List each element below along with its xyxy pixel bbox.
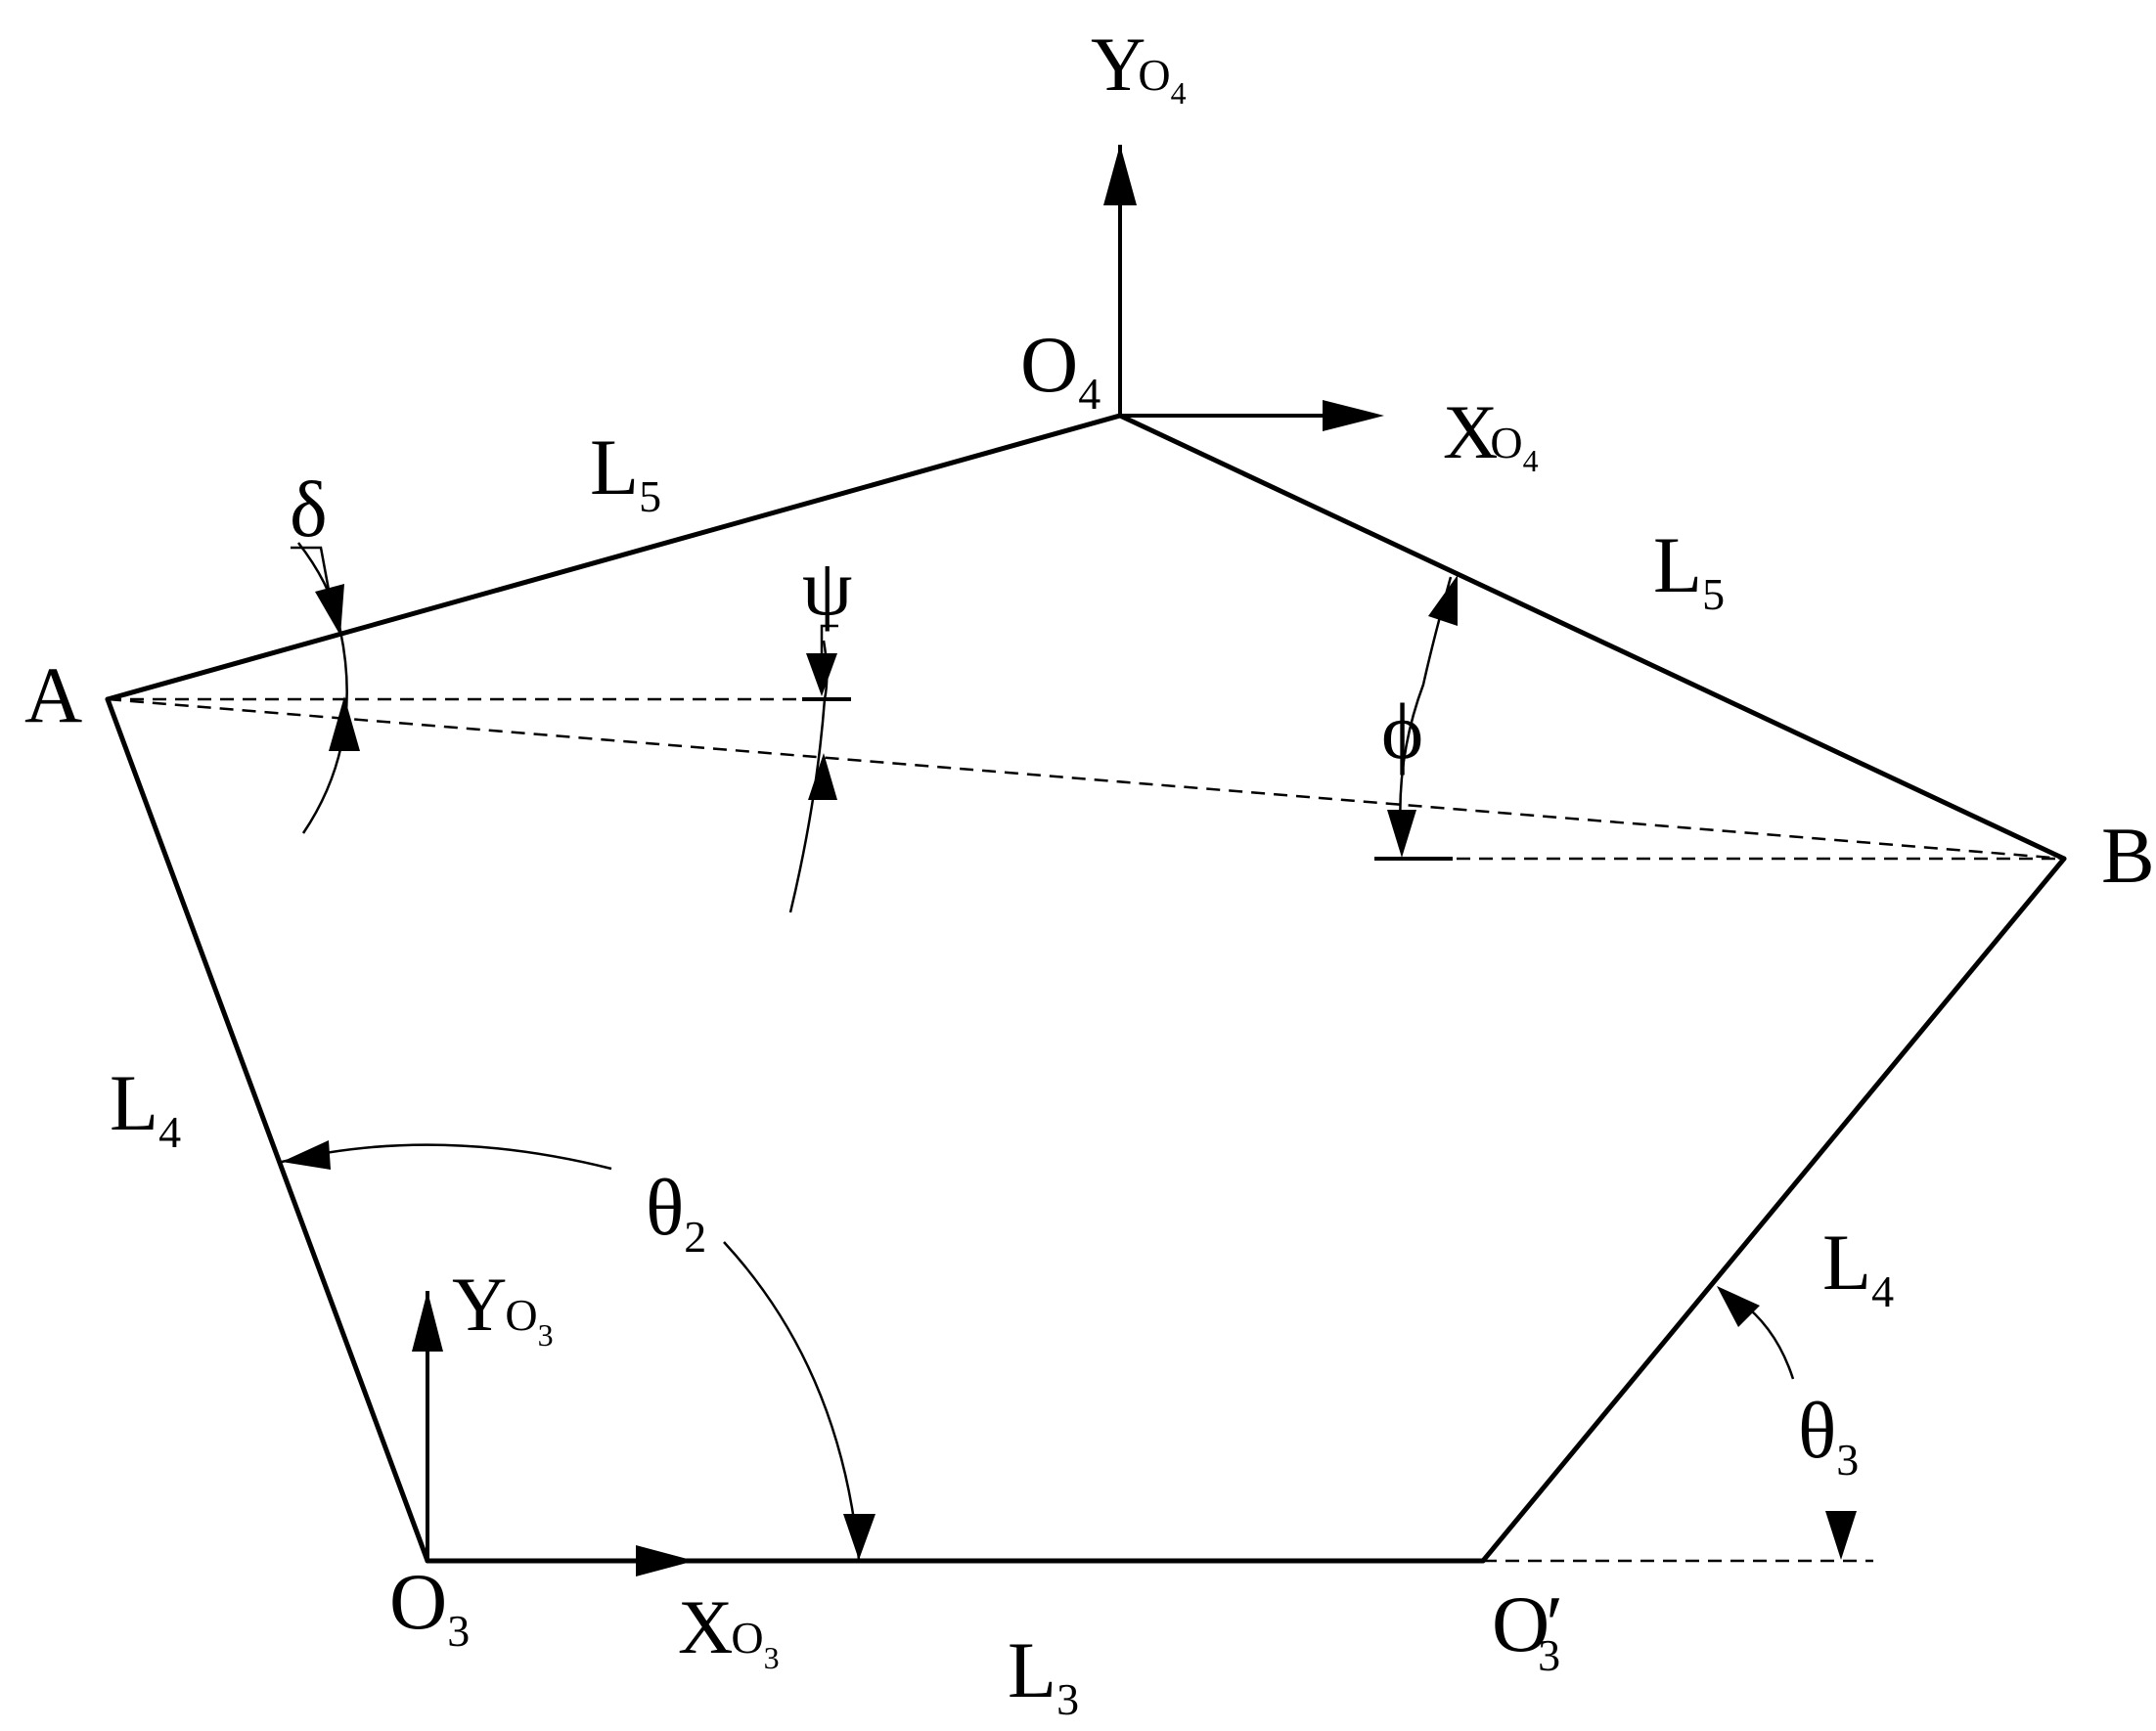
link-label-l4-left: L4 — [110, 1058, 181, 1157]
axis-label-y-o3: YO3 — [452, 1262, 554, 1353]
link-a-o3 — [105, 696, 430, 1564]
axis-label-y-o3-o: O — [505, 1290, 537, 1340]
link-label-l3-sub: 3 — [1056, 1674, 1079, 1724]
axis-label-y-o3-sub: 3 — [538, 1317, 554, 1353]
angle-label-theta3-sub: 3 — [1836, 1435, 1859, 1485]
link-label-l5-right-sub: 5 — [1702, 569, 1725, 619]
point-label-o3-prime-mark: ′ — [1546, 1579, 1563, 1668]
angle-label-delta: δ — [290, 465, 328, 554]
psi-arrowhead-lower — [808, 753, 837, 800]
link-label-l5-left-sub: 5 — [639, 471, 661, 521]
axis-x-o4-arrowhead — [1323, 400, 1384, 431]
link-o4-a — [105, 413, 1123, 702]
axis-label-x-o4-o: O — [1490, 418, 1522, 467]
axis-label-y-o4-o: O — [1138, 50, 1170, 100]
link-label-l5-left-main: L — [590, 422, 639, 511]
angle-label-theta3: θ3 — [1798, 1386, 1859, 1485]
theta2-arrowhead-bottom — [843, 1514, 876, 1560]
axis-y-o4-arrowhead — [1103, 145, 1137, 205]
theta2-arc-lower — [723, 1241, 861, 1561]
axis-label-y-o4-main: Y — [1091, 22, 1145, 107]
point-label-o4-sub: 4 — [1078, 369, 1100, 419]
angle-arcs — [281, 542, 1795, 1561]
angle-label-theta2: θ2 — [646, 1163, 706, 1262]
link-label-l4-left-main: L — [110, 1058, 158, 1147]
link-label-l4-left-sub: 4 — [158, 1107, 181, 1157]
angle-label-phi: ϕ — [1381, 687, 1423, 776]
axis-label-y-o4: YO4 — [1091, 22, 1187, 111]
angle-arrowheads — [282, 575, 1857, 1560]
phi-arrowhead-lower — [1387, 810, 1416, 858]
axis-x-o3-arrowhead — [636, 1545, 695, 1576]
delta-arrowhead-upper — [315, 584, 344, 636]
link-label-l4-right: L4 — [1822, 1218, 1894, 1316]
linkage-polygon — [105, 413, 2067, 1564]
delta-arrowhead-lower — [329, 696, 360, 751]
axes-o4 — [1103, 145, 1384, 431]
angle-label-psi: ψ — [802, 543, 852, 632]
point-label-o4-main: O — [1020, 320, 1078, 409]
point-label-a: A — [24, 650, 82, 739]
point-label-o3-prime-main: O — [1492, 1579, 1550, 1668]
phi-arrowhead-upper — [1428, 575, 1458, 626]
point-label-o3-sub: 3 — [447, 1606, 470, 1656]
dashed-line-a-b — [107, 697, 2065, 861]
axis-label-x-o3-main: X — [678, 1584, 733, 1669]
axis-y-o3-arrowhead — [412, 1291, 443, 1352]
axis-label-x-o4-main: X — [1443, 389, 1498, 474]
link-label-l4-right-main: L — [1822, 1218, 1871, 1307]
angle-label-theta2-main: θ — [646, 1163, 684, 1252]
theta3-arrowhead-upper — [1717, 1286, 1760, 1327]
axis-label-x-o4: XO4 — [1443, 389, 1539, 478]
point-label-o3-main: O — [389, 1557, 447, 1646]
axes-o3 — [412, 1291, 695, 1576]
point-label-o3: O3 — [389, 1557, 470, 1656]
reference-lines — [107, 697, 2065, 1563]
link-label-l3-main: L — [1008, 1625, 1056, 1714]
theta2-arrowhead-left — [282, 1140, 331, 1170]
axis-label-y-o4-sub: 4 — [1171, 75, 1187, 111]
delta-arc — [297, 542, 348, 834]
link-label-l5-left: L5 — [590, 422, 661, 521]
link-b-o3prime — [1480, 856, 2067, 1564]
link-label-l5-right: L5 — [1653, 520, 1725, 619]
link-o4-b — [1117, 413, 2067, 862]
axis-label-x-o3-o: O — [731, 1613, 763, 1663]
link-label-l4-right-sub: 4 — [1871, 1266, 1894, 1316]
axis-label-y-o3-main: Y — [452, 1262, 507, 1347]
point-label-o4: O4 — [1020, 320, 1100, 419]
link-label-l3: L3 — [1008, 1625, 1079, 1724]
point-label-b: B — [2101, 811, 2155, 900]
point-label-o3-prime: O′3 — [1492, 1579, 1563, 1680]
psi-arrowhead-upper — [806, 653, 837, 696]
angle-label-theta3-main: θ — [1798, 1386, 1836, 1475]
point-label-o3-prime-sub: 3 — [1538, 1630, 1560, 1680]
axis-label-x-o4-sub: 4 — [1523, 443, 1539, 478]
theta3-arrowhead-lower — [1825, 1511, 1857, 1560]
theta2-arc — [281, 1143, 612, 1171]
link-label-l5-right-main: L — [1653, 520, 1702, 609]
axis-label-x-o3: XO3 — [678, 1584, 780, 1675]
axis-label-x-o3-sub: 3 — [764, 1640, 780, 1675]
angle-label-theta2-sub: 2 — [684, 1212, 706, 1262]
